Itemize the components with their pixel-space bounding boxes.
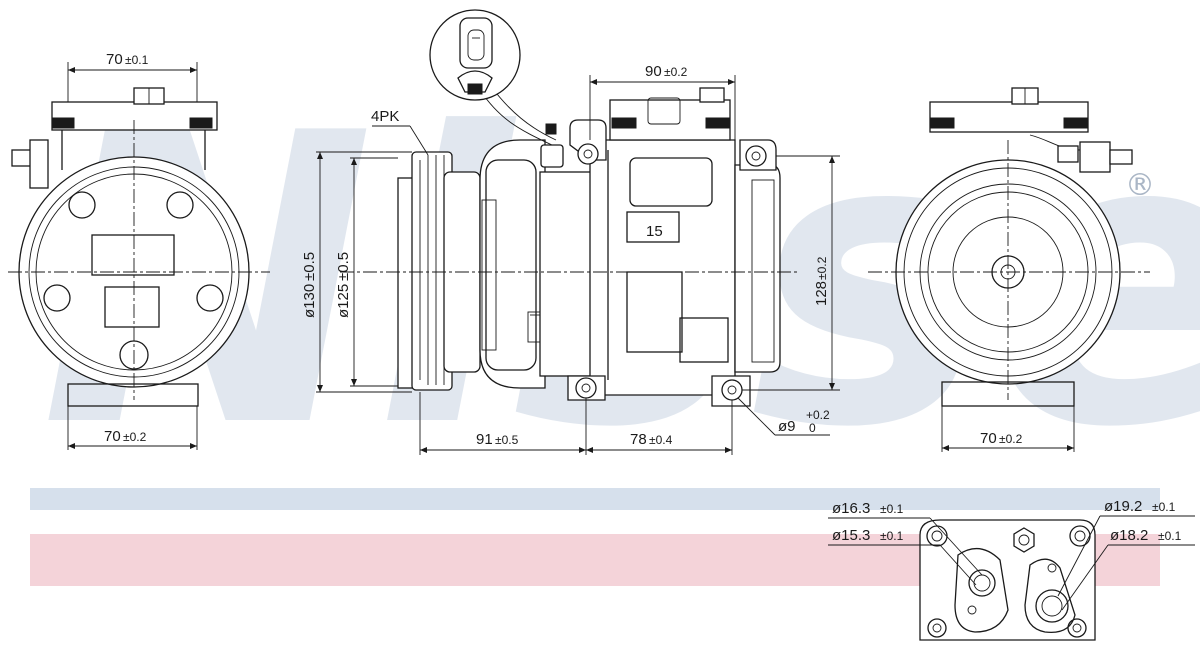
pulley-inner-value: ø125 — [335, 284, 352, 318]
rear-bottom-tol: ±0.2 — [999, 432, 1023, 446]
registered-mark: ® — [1125, 168, 1155, 203]
front-view — [8, 62, 270, 450]
pulley-inner-tol: ±0.5 — [335, 252, 352, 281]
port-d1: ø16.3 — [832, 500, 870, 517]
height-value: 128 — [813, 281, 830, 306]
side-bottom-left-tol: ±0.5 — [495, 433, 519, 447]
port-d3: ø19.2 — [1104, 498, 1142, 515]
port-d4-tol: ±0.1 — [1158, 529, 1182, 543]
port-d2: ø15.3 — [832, 527, 870, 544]
side-top-width: 90 — [645, 63, 662, 80]
pulley-outer-dim: ø130 ±0.5 — [301, 252, 318, 318]
band-blue — [30, 488, 1160, 510]
port-view — [828, 515, 1195, 641]
side-top-tol: ±0.2 — [664, 65, 688, 79]
side-bottom-right-tol: ±0.4 — [649, 433, 673, 447]
port-d4: ø18.2 — [1110, 527, 1148, 544]
hole-tol-lower: 0 — [809, 421, 816, 435]
front-bottom-width: 70 — [104, 428, 121, 445]
rear-bottom-width: 70 — [980, 430, 997, 447]
side-bottom-left: 91 — [476, 431, 493, 448]
pulley-inner-dim: ø125 ±0.5 — [335, 252, 352, 318]
side-view — [316, 9, 840, 455]
height-tol: ±0.2 — [815, 256, 829, 280]
side-bottom-right: 78 — [630, 431, 647, 448]
hole-tol-upper: +0.2 — [806, 408, 830, 422]
pulley-outer-value: ø130 — [301, 284, 318, 318]
port-d1-tol: ±0.1 — [880, 502, 904, 516]
part-label: 15 — [646, 223, 663, 240]
height-dim: 128 ±0.2 — [813, 256, 830, 306]
hole-dia: ø9 — [778, 418, 796, 435]
belt-label: 4PK — [371, 108, 399, 125]
port-d3-tol: ±0.1 — [1152, 500, 1176, 514]
rear-view — [868, 87, 1150, 452]
front-top-width: 70 — [106, 51, 123, 68]
front-bottom-tol: ±0.2 — [123, 430, 147, 444]
port-d2-tol: ±0.1 — [880, 529, 904, 543]
front-top-tol: ±0.1 — [125, 53, 149, 67]
pulley-outer-tol: ±0.5 — [301, 252, 318, 281]
